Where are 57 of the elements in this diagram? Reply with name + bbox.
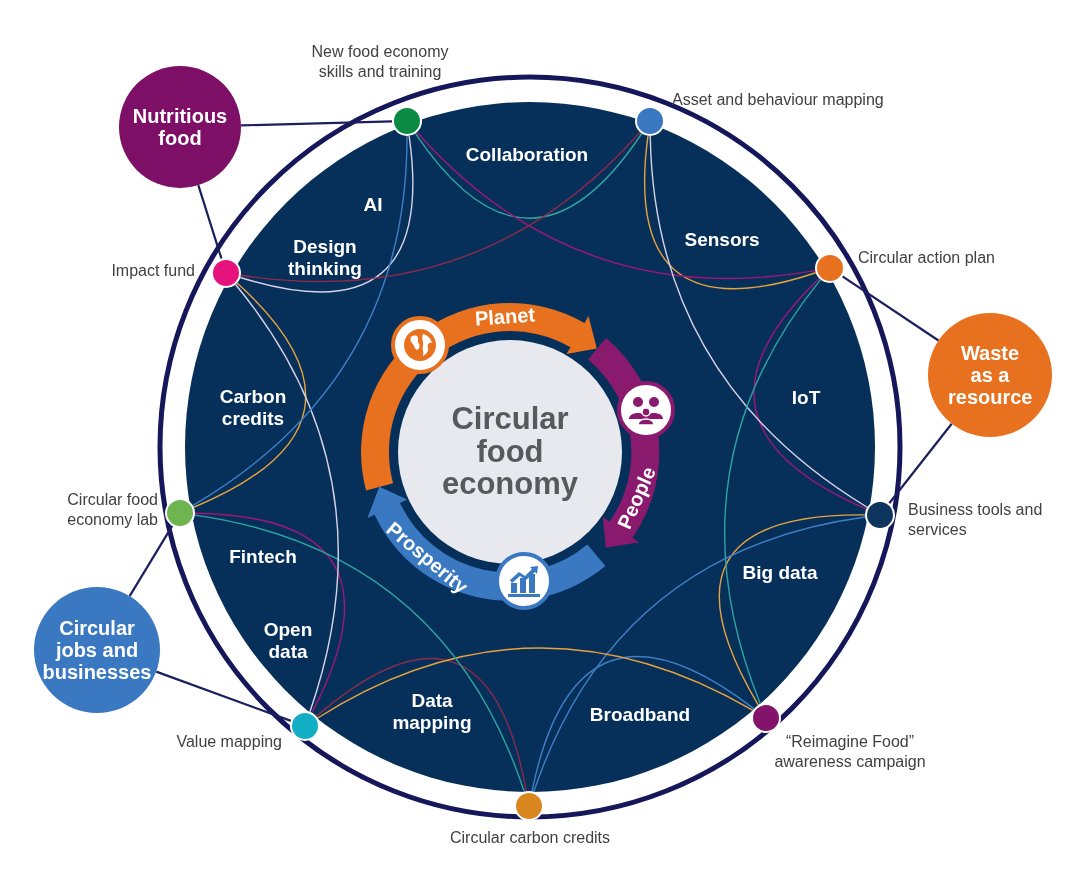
connector-line — [240, 131, 641, 283]
segment-label: IoT — [791, 387, 821, 409]
connector-line — [649, 135, 868, 508]
theme-circle: Circular jobs and businesses — [34, 587, 160, 713]
connector-line — [414, 132, 643, 219]
segment-label: Sensors — [684, 229, 760, 251]
node-dot — [165, 498, 195, 528]
connector-line — [315, 657, 527, 792]
segment-label: Broadband — [589, 704, 691, 726]
segment-label: Big data — [742, 562, 818, 584]
connector-line — [192, 135, 408, 507]
segment-label: Design thinking — [287, 236, 363, 280]
segment-label: Collaboration — [465, 144, 589, 166]
connector-line — [531, 656, 755, 792]
node-dot — [815, 253, 845, 283]
dot-label: “Reimagine Food” awareness campaign — [773, 732, 927, 772]
connector-line — [194, 512, 346, 714]
theme-circle: Waste as a resource — [928, 313, 1052, 437]
connector-line — [239, 135, 414, 293]
dot-label: Value mapping — [175, 732, 282, 752]
node-dot — [514, 791, 544, 821]
node-dot — [211, 258, 241, 288]
connector-line — [718, 514, 866, 706]
segment-label: Open data — [262, 619, 314, 663]
connector-line — [155, 670, 292, 722]
connector-line — [888, 423, 953, 504]
band-label: Planet — [474, 303, 537, 331]
node-dot — [290, 711, 320, 741]
connector-line — [753, 277, 867, 510]
connector-line — [234, 283, 339, 713]
dot-label: Business tools and services — [908, 500, 1044, 540]
segment-label: Fintech — [229, 546, 297, 568]
connector-line — [197, 184, 223, 260]
dot-label: Impact fund — [110, 261, 195, 281]
connector-line — [841, 275, 940, 342]
connector-line — [416, 131, 816, 280]
dot-label: Asset and behaviour mapping — [672, 90, 885, 110]
connector-line — [194, 514, 525, 793]
node-dot — [751, 703, 781, 733]
dot-label: Circular food economy lab — [66, 490, 158, 530]
node-dot — [392, 106, 422, 136]
connector-line — [193, 282, 307, 508]
connector-line — [240, 120, 393, 127]
theme-circle: Nutritious food — [119, 66, 241, 188]
segment-label: Carbon credits — [218, 386, 288, 430]
connector-line — [724, 278, 822, 705]
segment-label: Data mapping — [391, 690, 473, 734]
segment-label: AI — [363, 194, 383, 216]
dot-label: Circular carbon credits — [448, 828, 612, 848]
dot-label: Circular action plan — [858, 248, 996, 268]
node-dot — [865, 500, 895, 530]
node-dot — [635, 106, 665, 136]
connector-line — [533, 516, 866, 793]
connector-line — [317, 647, 754, 719]
connector-line — [644, 135, 817, 290]
dot-label: New food economy skills and training — [310, 42, 450, 82]
connector-line — [128, 525, 174, 597]
